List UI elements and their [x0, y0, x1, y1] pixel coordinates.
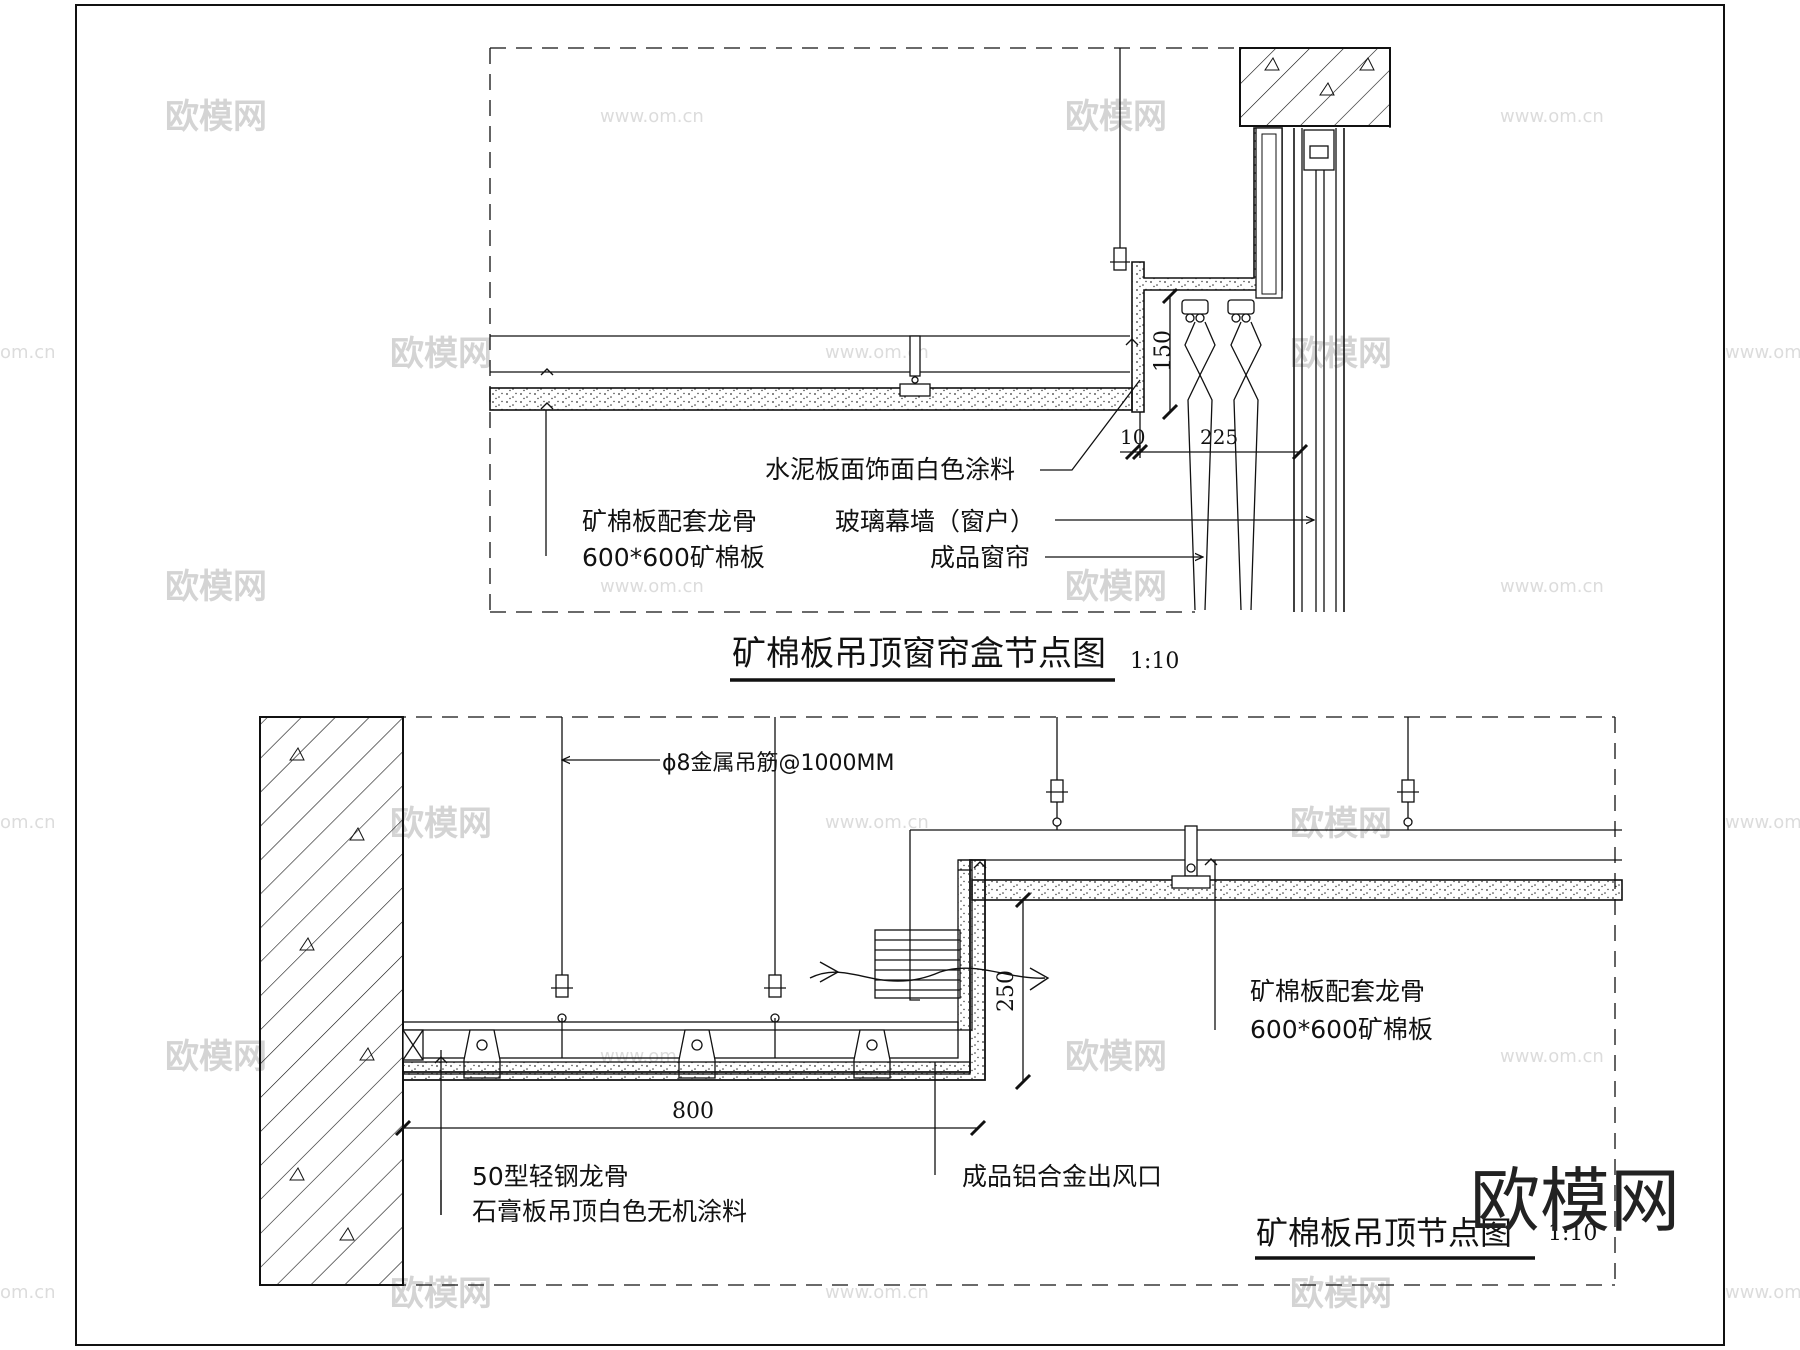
watermark-brand: 欧模网 — [1290, 1274, 1392, 1314]
watermark-brand: 欧模网 — [1065, 567, 1167, 607]
detail-bottom — [259, 716, 1623, 1286]
watermark-url: www.om.cn — [825, 812, 929, 833]
watermark-brand: 欧模网 — [165, 97, 267, 137]
ceiling-step — [909, 829, 1622, 1031]
concrete-wall — [259, 716, 404, 1286]
watermark-brand: 欧模网 — [1290, 804, 1392, 844]
watermark-brand: 欧模网 — [390, 1274, 492, 1314]
watermark-brand: 欧模网 — [165, 1037, 267, 1077]
detail-top-text: 150 10 225 水泥板面饰面白色涂料 矿棉板配套龙骨 玻璃幕墙（窗户） 6… — [582, 330, 1238, 674]
label-gypsum: 石膏板吊顶白色无机涂料 — [472, 1197, 747, 1226]
detail-scale: 1:10 — [1130, 649, 1179, 674]
watermark-url: www.om.cn — [600, 106, 704, 127]
label-cement-board: 水泥板面饰面白色涂料 — [765, 455, 1015, 484]
curtain-folds — [1184, 321, 1262, 611]
watermark-url: www.om.cn — [600, 576, 704, 597]
label-curtain: 成品窗帘 — [930, 543, 1030, 572]
watermark-url-cut: om.cn — [0, 812, 56, 833]
rod-clip — [1110, 247, 1130, 271]
sheet-frame — [75, 4, 1725, 1346]
watermark-url: www.om.cn — [1725, 812, 1800, 833]
air-vent — [809, 929, 1050, 999]
brand-logo-text: 欧模网 — [1470, 1160, 1680, 1242]
watermark-brand: 欧模网 — [165, 567, 267, 607]
watermark-url-cut: om.cn — [0, 1282, 56, 1303]
watermark-url-cut: om.cn — [0, 342, 56, 363]
label-board: 600*600矿棉板 — [1250, 1015, 1433, 1044]
label-steel-keel: 50型轻钢龙骨 — [472, 1162, 629, 1191]
dim-800: 800 — [672, 1099, 714, 1124]
brand-logo: 欧模网 — [1470, 1160, 1680, 1242]
detail-frame — [260, 716, 1616, 1286]
label-glass-wall: 玻璃幕墙（窗户） — [835, 507, 1035, 536]
watermark-url: www.om.cn — [825, 1282, 929, 1303]
curtain-box — [1131, 127, 1283, 413]
rod-clips — [551, 779, 1419, 1023]
watermark-brand: 欧模网 — [1065, 1037, 1167, 1077]
watermark-url: www.om.cn — [1725, 1282, 1800, 1303]
dim-10: 10 — [1120, 425, 1145, 449]
mineral-board — [489, 383, 1133, 411]
label-vent: 成品铝合金出风口 — [962, 1162, 1162, 1191]
dimension-150 — [1161, 287, 1179, 421]
dim-225: 225 — [1200, 425, 1238, 449]
dimension-250 — [1014, 891, 1032, 1091]
concrete-beam — [1239, 47, 1391, 127]
watermark-layer: 欧模网 www.om.cn 欧模网 www.om.cn om.cn 欧模网 ww… — [0, 97, 1800, 1314]
dimension-10-225 — [1120, 412, 1309, 461]
detail-scale: 1:10 — [1548, 1221, 1597, 1246]
watermark-url: www.om.cn — [825, 342, 929, 363]
dimension-800 — [394, 1119, 987, 1137]
detail-title: 矿棉板吊顶窗帘盒节点图 — [732, 634, 1106, 674]
glass-curtain-wall — [1293, 128, 1345, 612]
dim-250: 250 — [994, 970, 1019, 1012]
watermark-url: www.om.cn — [1500, 106, 1604, 127]
label-rod: ϕ8金属吊筋@1000MM — [662, 751, 894, 776]
mineral-board — [971, 825, 1623, 901]
watermark-brand: 欧模网 — [390, 804, 492, 844]
watermark-url: www.om.cn — [1500, 576, 1604, 597]
watermark-brand: 欧模网 — [1065, 97, 1167, 137]
label-board: 600*600矿棉板 — [582, 543, 765, 572]
curtain-track — [1181, 299, 1255, 323]
detail-top — [489, 47, 1391, 682]
ceiling-keel — [490, 335, 1130, 384]
watermark-url: www.om.cn — [1500, 1046, 1604, 1067]
label-keel: 矿棉板配套龙骨 — [1250, 977, 1425, 1006]
watermark-brand: 欧模网 — [390, 334, 492, 374]
leader-lines — [434, 760, 1216, 1215]
detail-title: 矿棉板吊顶节点图 — [1256, 1214, 1512, 1252]
watermark-url: www.om.cn — [1725, 342, 1800, 363]
dim-150: 150 — [1151, 330, 1176, 372]
watermark-brand: 欧模网 — [1290, 334, 1392, 374]
leader-lines — [545, 379, 1314, 557]
detail-bottom-text: ϕ8金属吊筋@1000MM 矿棉板配套龙骨 600*600矿棉板 800 250… — [472, 751, 1597, 1252]
label-keel: 矿棉板配套龙骨 — [582, 507, 757, 536]
